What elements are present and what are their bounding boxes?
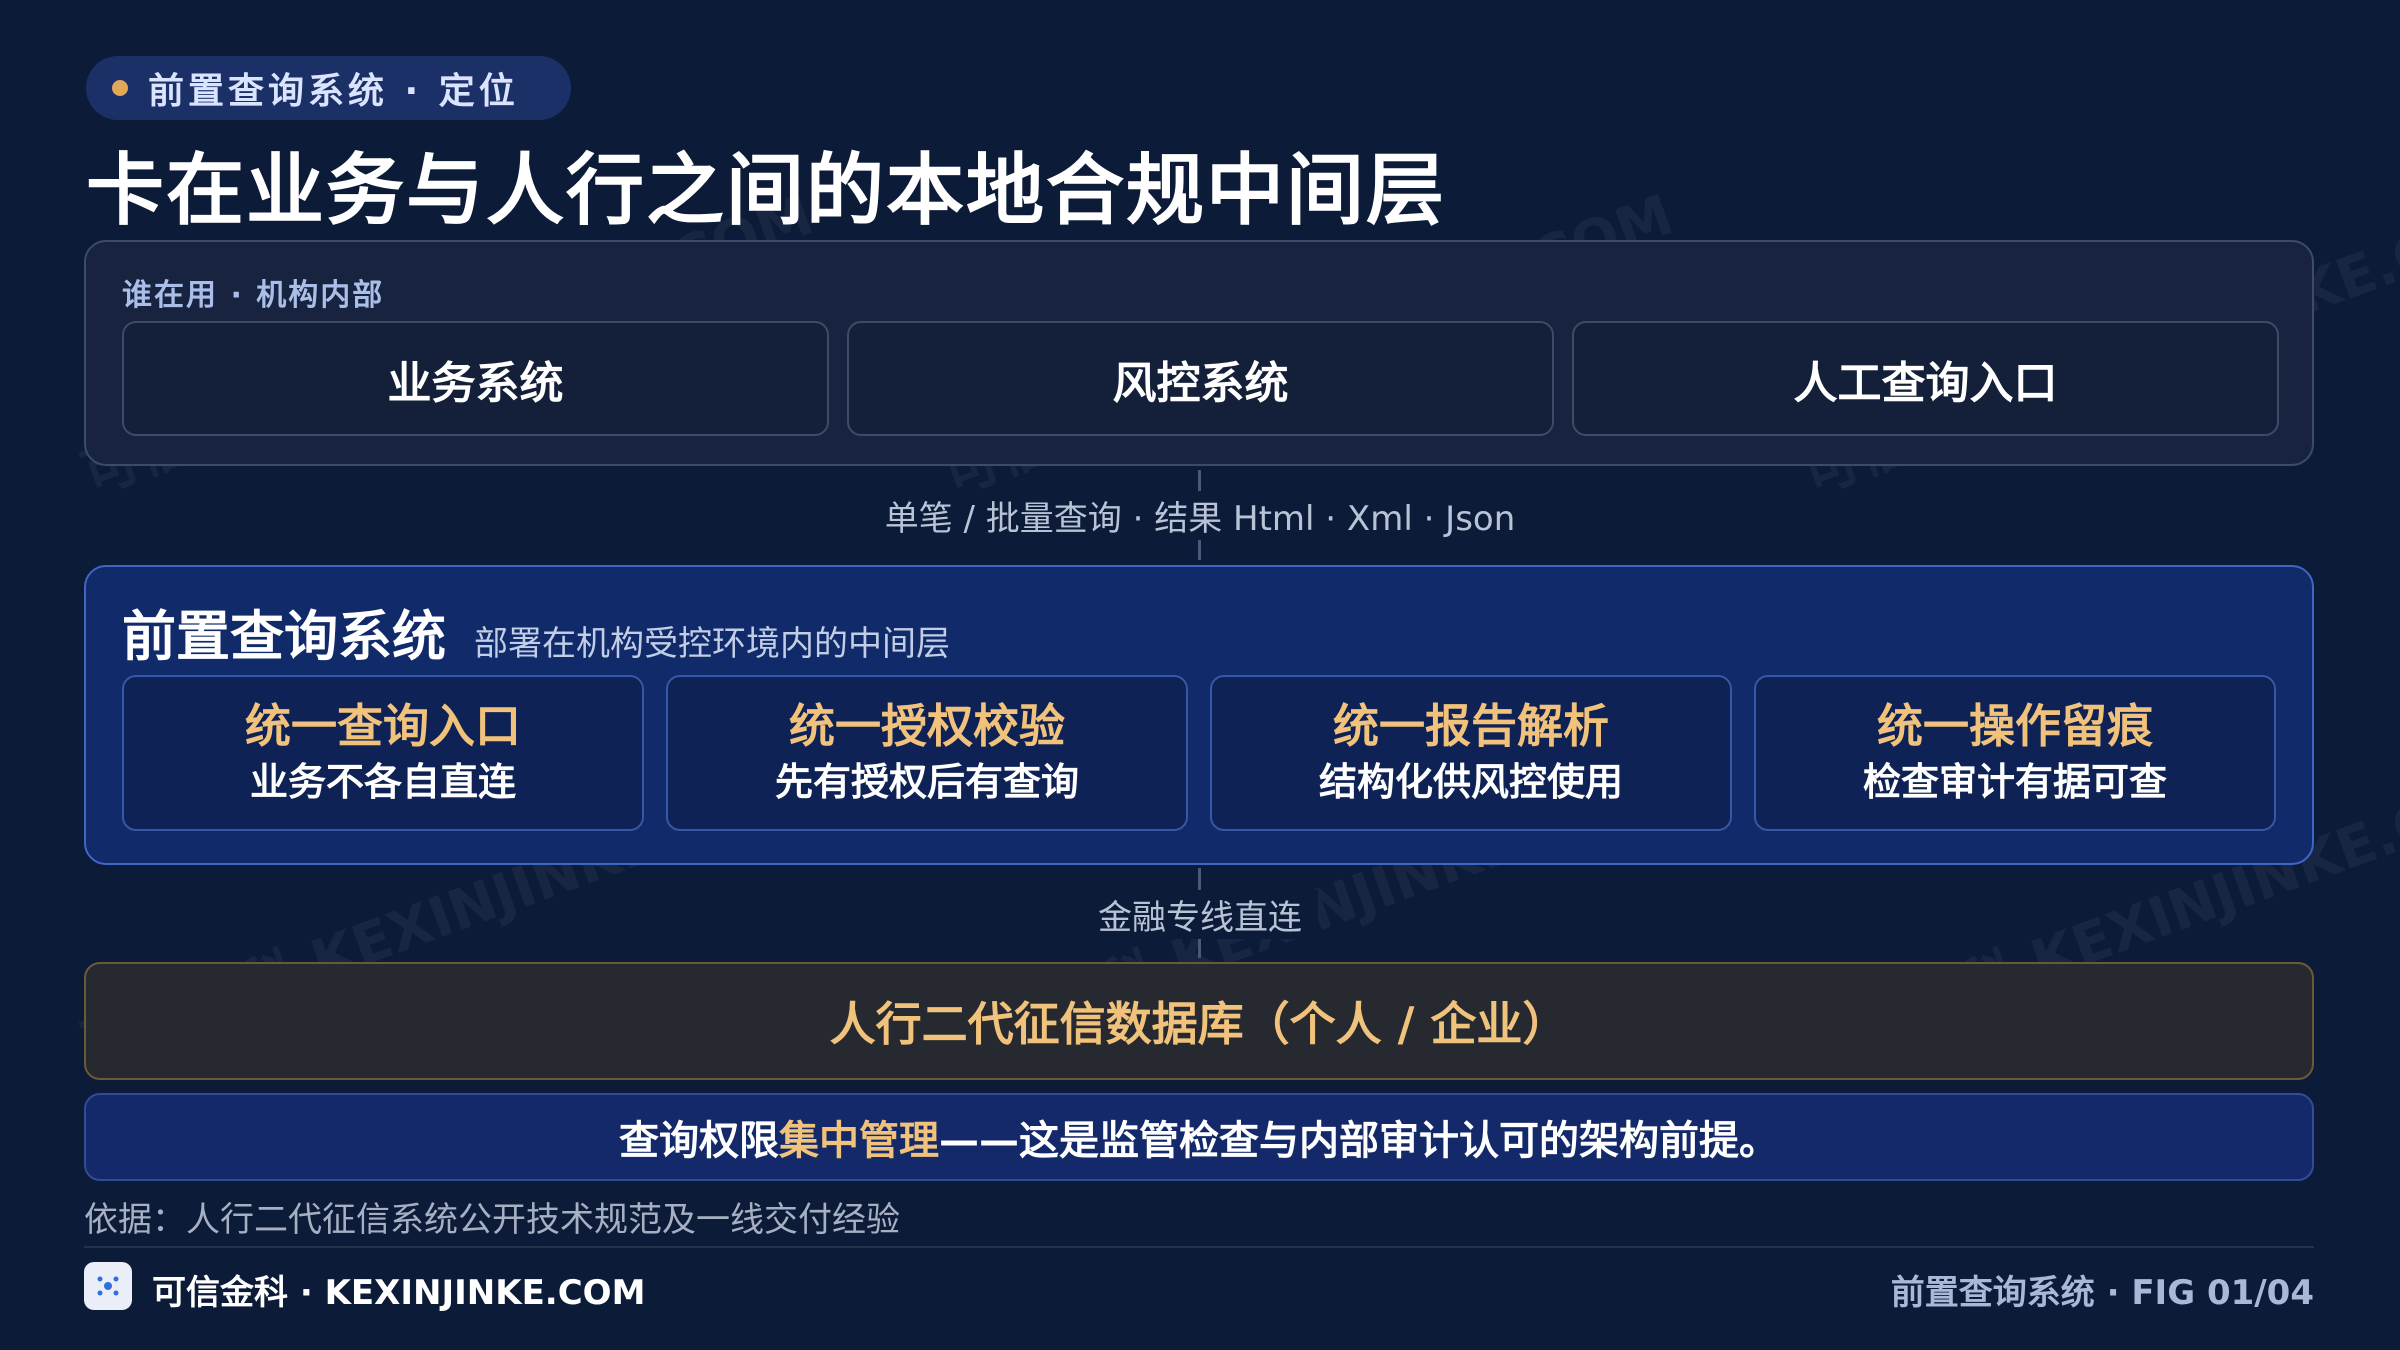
connector-top-label: 单笔 / 批量查询 · 结果 Html · Xml · Json	[868, 491, 1532, 540]
page-title: 卡在业务与人行之间的本地合规中间层	[86, 146, 1447, 236]
feature-title: 统一操作留痕	[1877, 699, 2153, 753]
users-label: 谁在用 · 机构内部	[122, 278, 385, 313]
feature-desc: 先有授权后有查询	[774, 760, 1079, 804]
core-title: 前置查询系统	[122, 605, 446, 668]
section-chip: 前置查询系统 · 定位	[86, 56, 571, 120]
user-box-manual: 人工查询入口	[1572, 321, 2279, 436]
feature-title: 统一授权校验	[789, 699, 1065, 753]
feature-desc: 结构化供风控使用	[1318, 760, 1623, 804]
conclusion-suffix: ——这是监管检查与内部审计认可的架构前提。	[939, 1118, 1779, 1164]
feature-desc: 业务不各自直连	[249, 760, 516, 804]
chip-dot-icon	[112, 80, 128, 96]
user-box-business: 业务系统	[122, 321, 829, 436]
conclusion-bar: 查询权限集中管理——这是监管检查与内部审计认可的架构前提。	[84, 1093, 2314, 1181]
conclusion-highlight: 集中管理	[779, 1118, 939, 1164]
feature-box-parse: 统一报告解析 结构化供风控使用	[1210, 675, 1732, 831]
database-bar: 人行二代征信数据库（个人 / 企业）	[84, 962, 2314, 1080]
basis-note: 依据：人行二代征信系统公开技术规范及一线交付经验	[84, 1200, 900, 1240]
chip-label: 前置查询系统 · 定位	[148, 71, 519, 112]
feature-box-trace: 统一操作留痕 检查审计有据可查	[1754, 675, 2276, 831]
feature-box-auth: 统一授权校验 先有授权后有查询	[666, 675, 1188, 831]
feature-desc: 检查审计有据可查	[1862, 760, 2167, 804]
conclusion-prefix: 查询权限	[619, 1118, 779, 1164]
connector-bottom-label: 金融专线直连	[1082, 890, 1318, 939]
feature-title: 统一查询入口	[245, 699, 521, 753]
feature-title: 统一报告解析	[1333, 699, 1609, 753]
figure-number: 前置查询系统 · FIG 01/04	[1890, 1273, 2314, 1313]
feature-box-entry: 统一查询入口 业务不各自直连	[122, 675, 644, 831]
user-box-risk: 风控系统	[847, 321, 1554, 436]
brand-name: 可信金科 · KEXINJINKE.COM	[152, 1273, 646, 1313]
brand-logo-icon	[84, 1262, 132, 1310]
connector-top-wrap: 单笔 / 批量查询 · 结果 Html · Xml · Json	[0, 491, 2400, 540]
core-subtitle: 部署在机构受控环境内的中间层	[474, 624, 950, 664]
footer-divider	[84, 1246, 2314, 1248]
connector-bottom-wrap: 金融专线直连	[0, 890, 2400, 939]
